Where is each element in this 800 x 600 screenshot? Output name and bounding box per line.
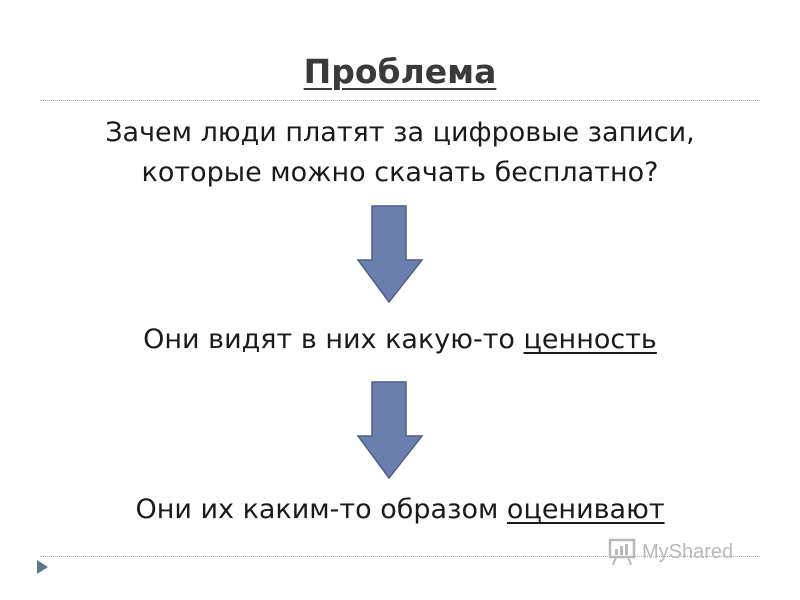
down-arrow-icon: [356, 205, 424, 304]
presentation-board-icon: [608, 538, 636, 566]
question-line-1: Зачем люди платят за цифровые записи,: [105, 117, 695, 148]
step-evaluate-prefix: Они их каким-то образом: [135, 494, 507, 525]
slide-title-text: Проблема: [303, 52, 497, 91]
bottom-divider: [40, 556, 760, 557]
question-line-2: которые можно скачать бесплатно?: [141, 157, 659, 188]
watermark-text: MyShared: [642, 540, 734, 563]
play-triangle-icon[interactable]: [37, 560, 48, 574]
top-divider: [40, 100, 760, 101]
watermark: MyShared: [608, 537, 733, 567]
step-value: Они видят в них какую-то ценность: [0, 320, 800, 360]
down-arrow-icon: [356, 381, 424, 480]
step-evaluate-emphasis: оценивают: [506, 494, 665, 525]
step-value-emphasis: ценность: [523, 324, 657, 355]
step-evaluate: Они их каким-то образом оценивают: [0, 490, 800, 530]
slide-title: Проблема: [0, 50, 800, 94]
step-value-prefix: Они видят в них какую-то: [143, 324, 524, 355]
